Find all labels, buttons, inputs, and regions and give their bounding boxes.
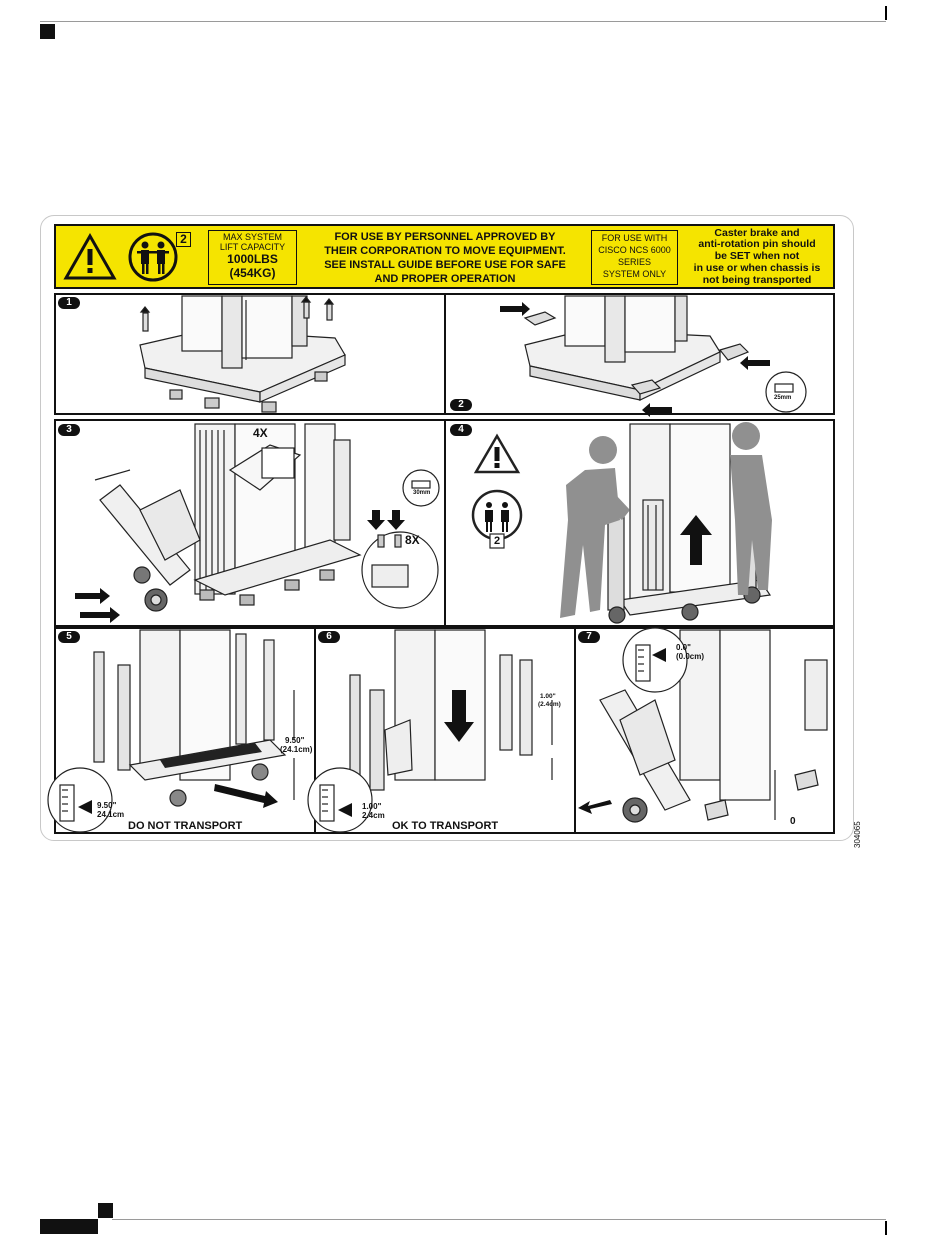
step-4-panel [444, 419, 835, 627]
capacity-line2: LIFT CAPACITY [208, 242, 297, 252]
step-6-panel [314, 627, 576, 834]
use-with-line4: SYSTEM ONLY [591, 269, 678, 279]
footer-bar [40, 1219, 98, 1234]
step-5-gauge-cm: 24.1cm [97, 810, 124, 819]
caster-line3: be SET when not [682, 251, 832, 262]
step-4-team-count: 2 [490, 535, 504, 547]
step-2-number: 2 [450, 399, 472, 411]
header-rule [40, 21, 886, 22]
step-1-panel [54, 293, 446, 415]
footer-marker [98, 1203, 113, 1218]
caster-line2: anti-rotation pin should [682, 239, 832, 250]
use-with-line3: SERIES [591, 257, 678, 267]
step-3-bolt-size: 30mm [413, 489, 430, 498]
step-5-caption: DO NOT TRANSPORT [128, 820, 242, 832]
footer-rule [112, 1219, 886, 1220]
step-7-gauge-in: 0.0" [676, 643, 691, 652]
step-2-bolt-size: 25mm [774, 394, 791, 403]
capacity-kg: (454KG) [208, 267, 297, 280]
step-4-number: 4 [450, 424, 472, 436]
step-3-number: 3 [58, 424, 80, 436]
header-marker [40, 24, 55, 39]
step-7-zero-mark: 0 [790, 817, 796, 826]
capacity-line1: MAX SYSTEM [208, 232, 297, 242]
personnel-line1: FOR USE BY PERSONNEL APPROVED BY [300, 231, 590, 244]
step-5-number: 5 [58, 631, 80, 643]
header-tick [885, 6, 887, 20]
step-5-gauge-in: 9.50" [97, 801, 116, 810]
step-7-number: 7 [578, 631, 600, 643]
step-5-height-cm: (24.1cm) [280, 745, 312, 754]
use-with-line1: FOR USE WITH [591, 233, 678, 243]
use-with-line2: CISCO NCS 6000 [591, 245, 678, 255]
caster-line5: not being transported [682, 275, 832, 286]
step-1-number: 1 [58, 297, 80, 309]
step-5-height-in: 9.50" [285, 736, 304, 745]
step-3-count-top: 4X [253, 426, 268, 440]
personnel-line3: SEE INSTALL GUIDE BEFORE USE FOR SAFE [300, 259, 590, 272]
step-6-gauge-in: 1.00" [362, 802, 381, 811]
footer-tick [885, 1221, 887, 1235]
step-5-panel [54, 627, 316, 834]
step-6-gauge-cm: 2.4cm [362, 811, 385, 820]
step-6-number: 6 [318, 631, 340, 643]
step-7-panel [574, 627, 835, 834]
step-3-count-bottom: 8X [405, 533, 420, 547]
caster-line4: in use or when chassis is [682, 263, 832, 274]
team-lift-count-badge: 2 [176, 232, 191, 247]
personnel-line4: AND PROPER OPERATION [300, 273, 590, 286]
step-7-gauge-cm: (0.0cm) [676, 652, 704, 661]
figure-id: 304065 [853, 788, 863, 848]
capacity-lbs: 1000LBS [208, 253, 297, 266]
step-6-caption: OK TO TRANSPORT [392, 820, 498, 832]
personnel-line2: THEIR CORPORATION TO MOVE EQUIPMENT. [300, 245, 590, 258]
step-6-height-cm: (2.4cm) [538, 700, 561, 709]
step-3-panel [54, 419, 446, 627]
